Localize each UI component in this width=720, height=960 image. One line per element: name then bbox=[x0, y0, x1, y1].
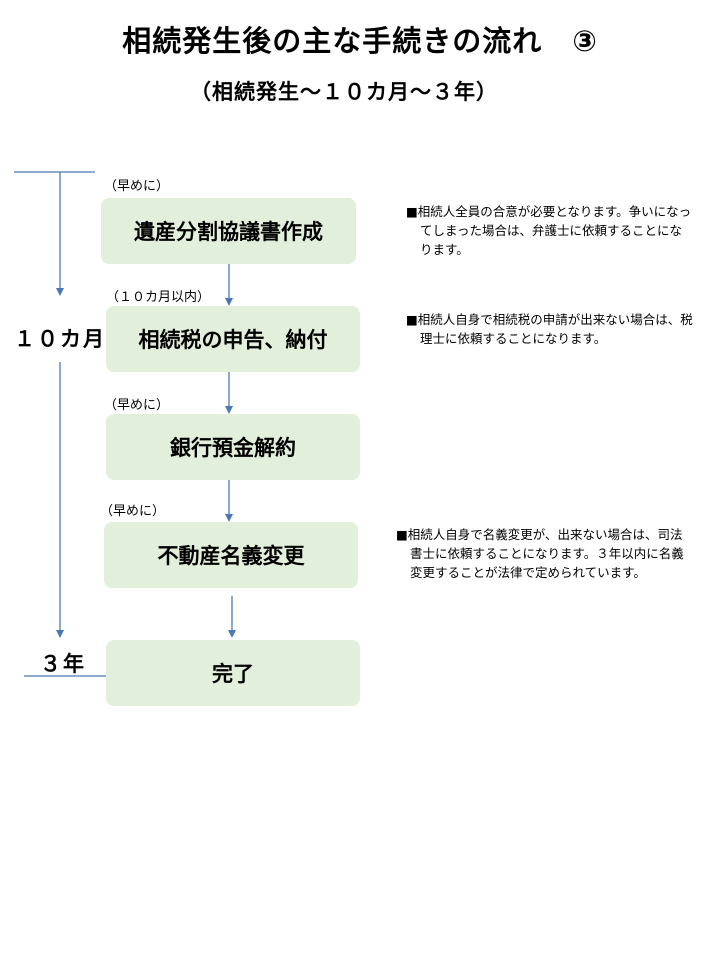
step-5-label: 完了 bbox=[212, 662, 254, 686]
page-subtitle: （相続発生～１０カ月～３年） bbox=[190, 80, 498, 104]
step-3-box: 銀行預金解約 bbox=[106, 414, 360, 480]
step-2-label: 相続税の申告、納付 bbox=[138, 328, 328, 352]
note-2: ■相続人自身で相続税の申請が出来ない場合は、税理士に依頼することになります。 bbox=[406, 310, 694, 348]
step-3-timing: （早めに） bbox=[104, 398, 170, 413]
timeline-label-10-months: １０カ月 bbox=[14, 327, 106, 351]
note-1-text: ■相続人全員の合意が必要となります。争いになってしまった場合は、弁護士に依頼する… bbox=[406, 204, 692, 257]
note-2-text: ■相続人自身で相続税の申請が出来ない場合は、税理士に依頼することになります。 bbox=[406, 312, 693, 346]
timeline-label-3-years: ３年 bbox=[40, 652, 86, 676]
step-4-timing: （早めに） bbox=[100, 504, 166, 519]
step-4-label: 不動産名義変更 bbox=[157, 544, 305, 568]
step-2-box: 相続税の申告、納付 bbox=[106, 306, 360, 372]
note-1: ■相続人全員の合意が必要となります。争いになってしまった場合は、弁護士に依頼する… bbox=[406, 202, 694, 259]
step-3-label: 銀行預金解約 bbox=[170, 436, 296, 460]
step-4-box: 不動産名義変更 bbox=[104, 522, 358, 588]
page-title: 相続発生後の主な手続きの流れ ③ bbox=[122, 24, 598, 58]
step-1-label: 遺産分割協議書作成 bbox=[134, 220, 323, 244]
step-1-timing: （早めに） bbox=[104, 179, 170, 194]
step-1-box: 遺産分割協議書作成 bbox=[101, 198, 356, 264]
step-2-timing: （１０カ月以内） bbox=[106, 290, 211, 305]
note-3-text: ■相続人自身で名義変更が、出来ない場合は、司法書士に依頼することになります。３年… bbox=[396, 527, 684, 580]
step-5-box: 完了 bbox=[106, 640, 360, 706]
note-3: ■相続人自身で名義変更が、出来ない場合は、司法書士に依頼することになります。３年… bbox=[396, 525, 686, 582]
